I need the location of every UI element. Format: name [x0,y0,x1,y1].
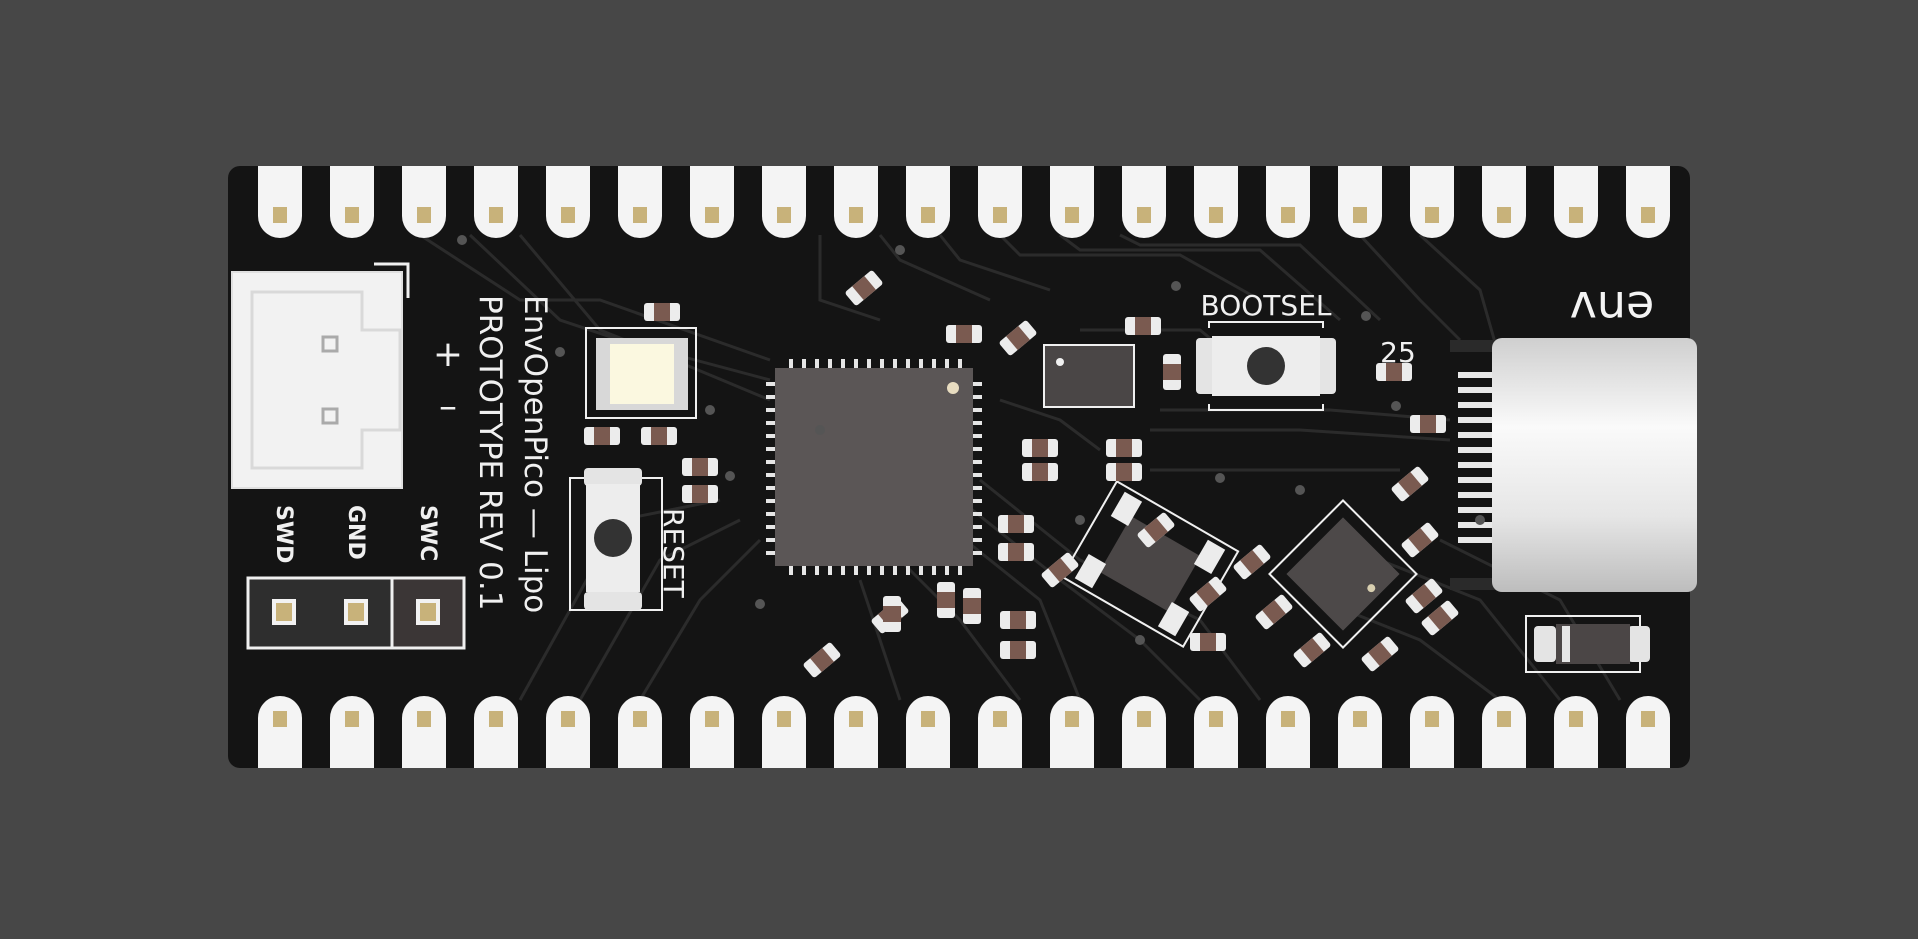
jst-connector-icon [231,271,403,489]
bootsel-button[interactable] [1196,321,1336,411]
diode [1525,615,1650,673]
env-logo: env [1570,281,1655,335]
crystal-oscillator [585,327,697,419]
castellated-pads-bottom [258,696,1670,768]
castellated-pads-top [258,166,1670,238]
microcontroller-icon [766,359,982,575]
swd-header [246,576,466,650]
reset-button[interactable] [569,468,663,611]
swd-label-swd: SWD [271,505,296,563]
swd-label-gnd: GND [343,505,368,560]
regulator-chip [1060,480,1240,648]
board-title-line1: EnvOpenPico — Lipo [517,295,553,613]
battery-connector [231,262,410,489]
reset-label: RESET [657,508,690,599]
battery-minus-label: – [439,386,457,427]
sensor-chip [1043,344,1135,408]
vias [457,235,1485,645]
battery-plus-label: + [433,334,463,375]
bootsel-label: BOOTSEL [1201,289,1332,322]
passive-components [584,270,1459,678]
swd-label-swc: SWC [415,505,440,561]
usb-c-connector-icon [1450,338,1697,592]
board-title-line2: PROTOTYPE REV 0.1 [472,295,508,610]
